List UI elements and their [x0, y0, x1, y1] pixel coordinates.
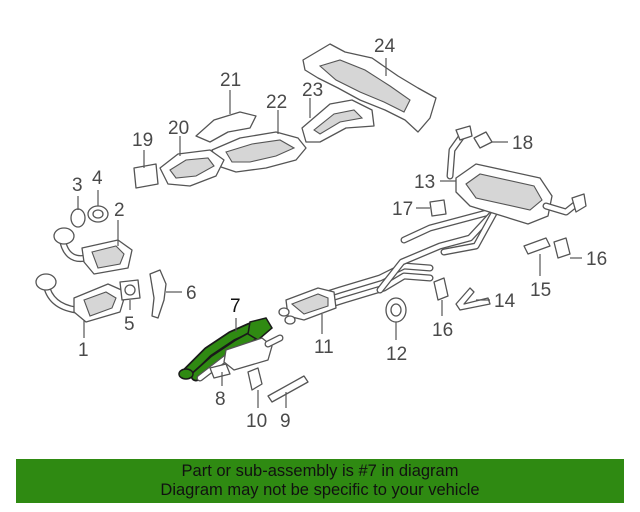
- callout-14: 14: [494, 291, 516, 312]
- callout-17: 17: [392, 199, 413, 220]
- part-8-resonator[interactable]: [196, 334, 284, 382]
- part-23-heat-shield[interactable]: [301, 99, 375, 143]
- part-19-shield[interactable]: [133, 163, 159, 189]
- callout-9: 9: [280, 411, 291, 432]
- part-3-gasket[interactable]: [70, 208, 86, 228]
- callout-12: 12: [386, 344, 407, 365]
- part-17-hanger[interactable]: [429, 199, 447, 217]
- part-20-heat-shield[interactable]: [159, 149, 225, 187]
- callout-11: 11: [314, 337, 334, 358]
- callout-22: 22: [266, 92, 287, 113]
- notice-line-2: Diagram may not be specific to your vehi…: [160, 481, 480, 499]
- exhaust-system-diagram: 24 23 22 21 20 19 3 4 2 1 5 6 7 8 10 9 1…: [35, 36, 607, 432]
- callout-7: 7: [230, 296, 241, 317]
- part-4-clamp[interactable]: [87, 205, 109, 223]
- part-10-hanger[interactable]: [247, 367, 263, 391]
- callout-6: 6: [186, 283, 197, 304]
- part-2-catalytic-converter[interactable]: [53, 227, 133, 275]
- notice-banner: Part or sub-assembly is #7 in diagram Di…: [16, 459, 624, 503]
- part-22-heat-shield[interactable]: [211, 131, 307, 173]
- part-1-catalytic-converter[interactable]: [35, 273, 127, 323]
- callout-24: 24: [374, 36, 396, 57]
- part-16-hanger-right[interactable]: [553, 237, 571, 259]
- callout-13: 13: [414, 172, 435, 193]
- callout-20: 20: [168, 118, 189, 139]
- part-6-bracket[interactable]: [149, 269, 167, 319]
- callout-3: 3: [72, 175, 83, 196]
- part-13-rear-muffler[interactable]: [376, 132, 587, 294]
- callout-19: 19: [132, 130, 153, 151]
- part-5-gasket[interactable]: [119, 279, 141, 301]
- callout-23: 23: [302, 80, 323, 101]
- callout-10: 10: [246, 411, 267, 432]
- callout-16-lower: 16: [432, 320, 453, 341]
- callout-4: 4: [92, 168, 103, 189]
- part-9-bracket[interactable]: [267, 375, 309, 403]
- callout-2: 2: [114, 200, 125, 221]
- part-16-hanger-lower[interactable]: [433, 277, 449, 301]
- callout-21: 21: [220, 70, 241, 91]
- leader-lines: [77, 58, 582, 408]
- part-24-rear-heat-shield[interactable]: [302, 43, 437, 133]
- callout-18: 18: [512, 133, 533, 154]
- callout-1: 1: [78, 340, 89, 361]
- part-18-tailpipe-tip[interactable]: [455, 125, 493, 149]
- part-21-heat-shield[interactable]: [195, 111, 257, 143]
- part-11-center-muffler[interactable]: [278, 262, 434, 325]
- callout-labels: 24 23 22 21 20 19 3 4 2 1 5 6 7 8 10 9 1…: [72, 36, 607, 432]
- part-14-bracket[interactable]: [455, 287, 491, 311]
- callout-5: 5: [124, 314, 135, 335]
- callout-15: 15: [530, 280, 551, 301]
- notice-line-1: Part or sub-assembly is #7 in diagram: [181, 462, 459, 480]
- part-15-bracket[interactable]: [523, 237, 551, 255]
- callout-8: 8: [215, 389, 226, 410]
- callout-16-right: 16: [586, 249, 607, 270]
- part-12-clamp[interactable]: [385, 297, 407, 323]
